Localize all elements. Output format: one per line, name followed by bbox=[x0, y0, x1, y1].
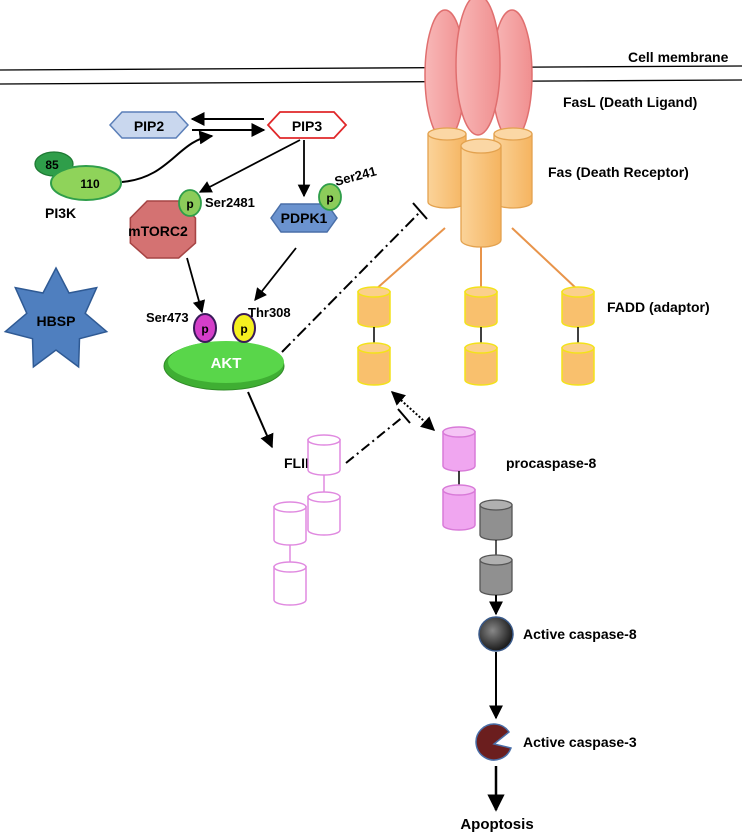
fas-fadd-links bbox=[374, 227, 579, 291]
mtorc2-to-akt-arrow bbox=[186, 257, 206, 314]
akt-ser473-phospho: p bbox=[201, 322, 208, 336]
pi3k-p85-label: 85 bbox=[45, 158, 59, 172]
fasl-ligand bbox=[424, 0, 533, 141]
pdpk1-label: PDPK1 bbox=[281, 210, 328, 226]
pip2-node: PIP2 bbox=[108, 111, 190, 139]
pi3k-p110-label: 110 bbox=[80, 177, 100, 191]
cleaved-caspase8-fragments bbox=[479, 499, 513, 596]
mtorc2-node: mTORC2 p Ser2481 bbox=[128, 189, 255, 259]
pi3k-arrow bbox=[121, 130, 214, 183]
pdpk1-node: PDPK1 p Ser241 bbox=[270, 163, 378, 233]
hbsp-node: HBSP bbox=[3, 266, 109, 369]
fadd-left bbox=[357, 286, 391, 386]
apoptosis-label: Apoptosis bbox=[460, 816, 533, 833]
pip2-label: PIP2 bbox=[134, 118, 165, 134]
akt-label: AKT bbox=[211, 355, 242, 372]
ser2481-label: Ser2481 bbox=[205, 195, 255, 210]
akt-to-flip-arrow bbox=[247, 391, 274, 449]
fadd-procaspase8-interaction bbox=[390, 391, 436, 431]
fasl-label: FasL (Death Ligand) bbox=[563, 94, 697, 110]
pip3-to-mtorc2-arrow bbox=[198, 139, 301, 193]
fadd-middle bbox=[464, 286, 498, 386]
pi3k-label: PI3K bbox=[45, 205, 76, 221]
mtorc2-label: mTORC2 bbox=[128, 223, 188, 239]
pip3-label: PIP3 bbox=[292, 118, 323, 134]
procaspase8-label: procaspase-8 bbox=[506, 455, 596, 471]
pip-conversion-arrows bbox=[190, 112, 266, 137]
flip-inhibits-fadd bbox=[345, 408, 411, 464]
akt-inhibits-fas bbox=[281, 202, 428, 353]
fadd-adaptor bbox=[357, 286, 595, 386]
cell-membrane: Cell membrane bbox=[0, 49, 742, 85]
fas-receptor bbox=[427, 127, 533, 248]
fadd-label: FADD (adaptor) bbox=[607, 299, 710, 315]
flip-protein bbox=[273, 434, 341, 606]
active-caspase3-label: Active caspase-3 bbox=[523, 734, 637, 750]
pdpk1-to-akt-arrow bbox=[254, 247, 297, 301]
hbsp-label: HBSP bbox=[37, 313, 76, 329]
ser473-label: Ser473 bbox=[146, 310, 189, 325]
cell-membrane-label: Cell membrane bbox=[628, 49, 729, 65]
thr308-label: Thr308 bbox=[248, 305, 291, 320]
mtorc2-phospho-label: p bbox=[186, 197, 193, 211]
fas-label: Fas (Death Receptor) bbox=[548, 164, 689, 180]
pip3-node: PIP3 bbox=[266, 111, 348, 139]
pdpk1-phospho-label: p bbox=[326, 191, 333, 205]
active-caspase3-icon bbox=[475, 723, 512, 761]
flip-main: FLIP bbox=[284, 455, 314, 471]
ser241-label: Ser241 bbox=[333, 163, 378, 189]
procaspase8-protein bbox=[442, 426, 476, 531]
akt-thr308-phospho: p bbox=[240, 322, 247, 336]
active-caspase8-label: Active caspase-8 bbox=[523, 626, 637, 642]
active-caspase8-icon bbox=[478, 616, 514, 652]
pi3k-complex: 85 110 PI3K bbox=[34, 151, 122, 221]
fadd-right bbox=[561, 286, 595, 386]
akt-node: AKT p p Ser473 Thr308 bbox=[146, 305, 291, 391]
